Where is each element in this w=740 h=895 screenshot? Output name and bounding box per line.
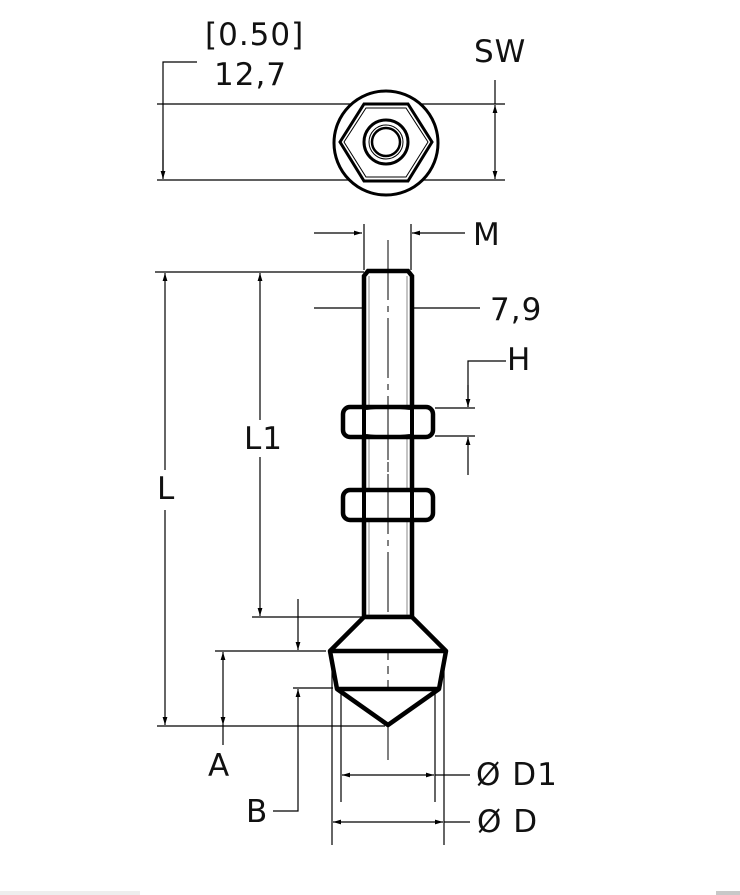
cone-tip xyxy=(327,614,449,728)
a-label: A xyxy=(208,748,231,784)
b-leader xyxy=(273,725,299,812)
h-leader xyxy=(467,360,506,407)
shaft-diameter-label: 7,9 xyxy=(490,292,543,328)
l1-label: L1 xyxy=(244,421,283,457)
top-view xyxy=(157,61,505,197)
bottom-strip-left xyxy=(0,891,140,895)
h-label: H xyxy=(507,342,532,378)
d1-label: Ø D1 xyxy=(476,757,558,793)
side-view xyxy=(155,224,506,845)
l-label: L xyxy=(157,471,176,507)
dimension-inch-label: [0.50] xyxy=(205,17,305,53)
sw-label: SW xyxy=(474,34,527,70)
d-label: Ø D xyxy=(477,804,539,840)
m-label: M xyxy=(473,217,501,253)
b-label: B xyxy=(246,794,269,830)
bottom-strip-right xyxy=(716,891,740,895)
dimension-mm-label: 12,7 xyxy=(214,57,288,93)
top-view-shaft-circle xyxy=(362,118,410,166)
dimension-leader-12-7 xyxy=(162,61,197,178)
